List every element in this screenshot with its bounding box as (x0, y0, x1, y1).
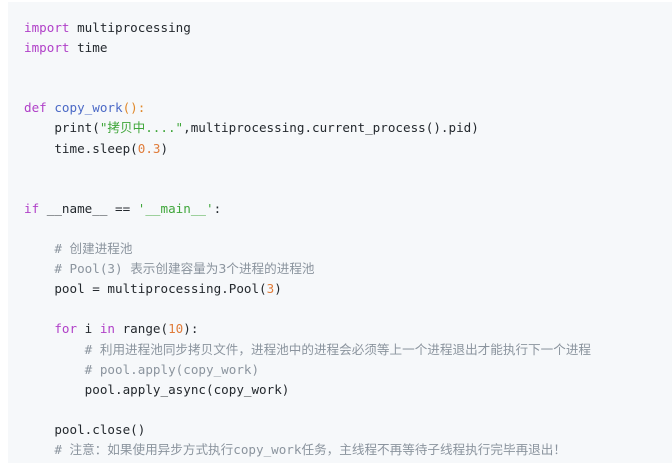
string-literal: "拷贝中...." (99, 120, 184, 136)
keyword: def (24, 100, 47, 116)
function-name: copy_work (46, 100, 123, 116)
code-line-11 (24, 219, 672, 239)
code-comment: # 注意：如果使用异步方式执行copy_work任务，主线程不再等待子线程执行完… (54, 441, 566, 457)
keyword: if (24, 200, 40, 216)
code-line-15 (24, 299, 672, 319)
number-literal: 3 (266, 281, 275, 297)
code-line-16: for i in range(10): (54, 321, 199, 337)
code-line-7: time.sleep(0.3) (54, 140, 169, 156)
code-line-19: pool.apply_async(copy_work) (84, 381, 290, 397)
code-line-9 (24, 179, 672, 199)
code-line-20 (24, 400, 672, 420)
code-line-14: pool = multiprocessing.Pool(3) (54, 281, 282, 297)
number-literal: 0.3 (137, 140, 161, 156)
code-line-4 (24, 78, 672, 98)
code-comment: # 利用进程池同步拷贝文件，进程池中的进程会必须等上一个进程退出才能执行下一个进… (84, 341, 591, 357)
string-literal: '__main__' (137, 200, 214, 216)
code-line-21: pool.close() (54, 421, 146, 437)
code-line-5: def copy_work(): (24, 100, 146, 116)
code-line-3 (24, 58, 672, 78)
code-line-8 (24, 159, 672, 179)
keyword: import (24, 40, 70, 56)
keyword: in (99, 321, 116, 337)
keyword: for (54, 321, 78, 337)
code-line-1: import multiprocessing (24, 20, 191, 35)
code-comment: # 创建进程池 (54, 241, 133, 257)
number-literal: 10 (168, 321, 184, 337)
keyword: import (24, 20, 70, 35)
code-line-6: print("拷贝中....",multiprocessing.current_… (54, 120, 479, 136)
code-line-10: if __name__ == '__main__': (24, 200, 222, 216)
code-comment: # Pool(3) 表示创建容量为3个进程的进程池 (54, 261, 315, 277)
code-line-2: import time (24, 40, 108, 56)
code-comment: # pool.apply(copy_work) (84, 361, 260, 377)
code-block: import multiprocessing import time def c… (8, 2, 672, 463)
